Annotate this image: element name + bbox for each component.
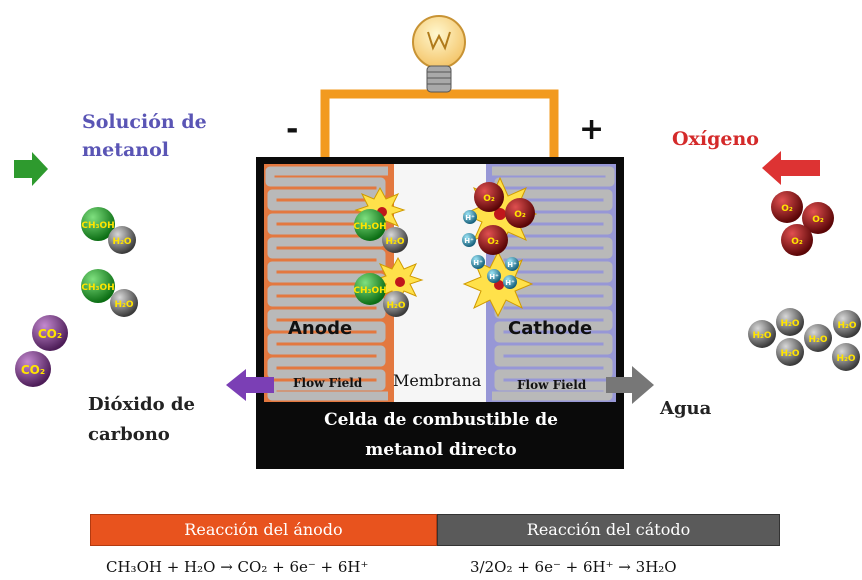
- svg-text:H⁺: H⁺: [464, 237, 474, 245]
- svg-text:H₂O: H₂O: [112, 237, 131, 247]
- svg-text:H⁺: H⁺: [465, 214, 475, 222]
- methanol-molecule: CH₃OH H₂O: [353, 273, 409, 317]
- svg-text:H₂O: H₂O: [780, 349, 799, 359]
- oxygen-molecule: O₂ O₂ O₂: [474, 182, 535, 255]
- negative-terminal: -: [286, 112, 299, 147]
- svg-text:O₂: O₂: [514, 210, 526, 220]
- positive-terminal: +: [579, 112, 605, 147]
- methanol-molecule: CH₃OH H₂O: [81, 207, 136, 254]
- svg-text:O₂: O₂: [487, 237, 499, 247]
- anode-label: Anode: [288, 318, 353, 339]
- co2-output-label: Dióxido de carbono: [88, 390, 195, 450]
- svg-text:H⁺: H⁺: [507, 261, 517, 269]
- methanol-label-line2: metanol: [82, 139, 169, 161]
- cell-title-line2: metanol directo: [365, 440, 517, 460]
- svg-text:CH₃OH: CH₃OH: [353, 286, 386, 296]
- light-bulb-icon: [412, 15, 466, 93]
- svg-text:CH₃OH: CH₃OH: [81, 283, 114, 293]
- svg-text:H₂O: H₂O: [837, 321, 856, 331]
- water-molecule: H₂O H₂O H₂O H₂O H₂O H₂O: [748, 308, 861, 371]
- oxygen-label: Oxígeno: [672, 128, 759, 150]
- svg-text:O₂: O₂: [791, 237, 803, 247]
- oxygen-molecule: O₂ O₂ O₂: [771, 191, 834, 256]
- water-output-label: Agua: [660, 398, 712, 419]
- anode-reaction-equation: CH₃OH + H₂O → CO₂ + 6e⁻ + 6H⁺: [106, 558, 369, 576]
- svg-text:O₂: O₂: [483, 194, 495, 204]
- external-circuit-wire: [320, 89, 559, 165]
- hydrogen-ion: H⁺ H⁺ H⁺ H⁺ H⁺ H⁺: [462, 210, 519, 289]
- svg-text:H₂O: H₂O: [836, 354, 855, 364]
- methanol-label-line1: Solución de: [82, 111, 207, 133]
- svg-text:CH₃OH: CH₃OH: [353, 222, 386, 232]
- svg-text:O₂: O₂: [781, 204, 793, 214]
- oxygen-inlet-arrow: [762, 151, 820, 185]
- cathode-reaction-header: Reacción del cátodo: [437, 514, 780, 546]
- svg-text:H₂O: H₂O: [385, 237, 404, 247]
- cell-title: Celda de combustible de metanol directo: [262, 405, 620, 465]
- water-outlet-arrow: [606, 366, 654, 404]
- methanol-molecule: CH₃OH H₂O: [81, 269, 138, 317]
- cell-title-line1: Celda de combustible de: [324, 410, 558, 430]
- svg-text:CO₂: CO₂: [21, 363, 45, 377]
- svg-text:H₂O: H₂O: [752, 331, 771, 341]
- anode-flow-field-label: Flow Field: [293, 376, 363, 390]
- methanol-molecule: CH₃OH H₂O: [353, 209, 408, 253]
- svg-text:H₂O: H₂O: [780, 319, 799, 329]
- svg-text:H⁺: H⁺: [505, 279, 515, 287]
- membrane-label: Membrana: [393, 371, 482, 390]
- co2-output-line2: carbono: [88, 424, 170, 445]
- cathode-flow-field-label: Flow Field: [517, 378, 587, 392]
- co2-molecule: CO₂ CO₂: [15, 315, 68, 387]
- svg-text:O₂: O₂: [812, 215, 824, 225]
- svg-text:H⁺: H⁺: [473, 259, 483, 267]
- svg-text:H₂O: H₂O: [386, 301, 405, 311]
- svg-text:CO₂: CO₂: [38, 327, 62, 341]
- methanol-solution-label: Solución de metanol: [82, 108, 207, 164]
- svg-text:H₂O: H₂O: [114, 300, 133, 310]
- svg-text:CH₃OH: CH₃OH: [81, 221, 114, 231]
- anode-reaction-header: Reacción del ánodo: [90, 514, 437, 546]
- methanol-inlet-arrow: [14, 152, 48, 186]
- co2-outlet-arrow: [226, 369, 274, 401]
- svg-text:H⁺: H⁺: [489, 273, 499, 281]
- co2-output-line1: Dióxido de: [88, 394, 195, 415]
- cathode-label: Cathode: [508, 318, 593, 339]
- svg-text:H₂O: H₂O: [808, 335, 827, 345]
- cathode-reaction-equation: 3/2O₂ + 6e⁻ + 6H⁺ → 3H₂O: [470, 558, 677, 576]
